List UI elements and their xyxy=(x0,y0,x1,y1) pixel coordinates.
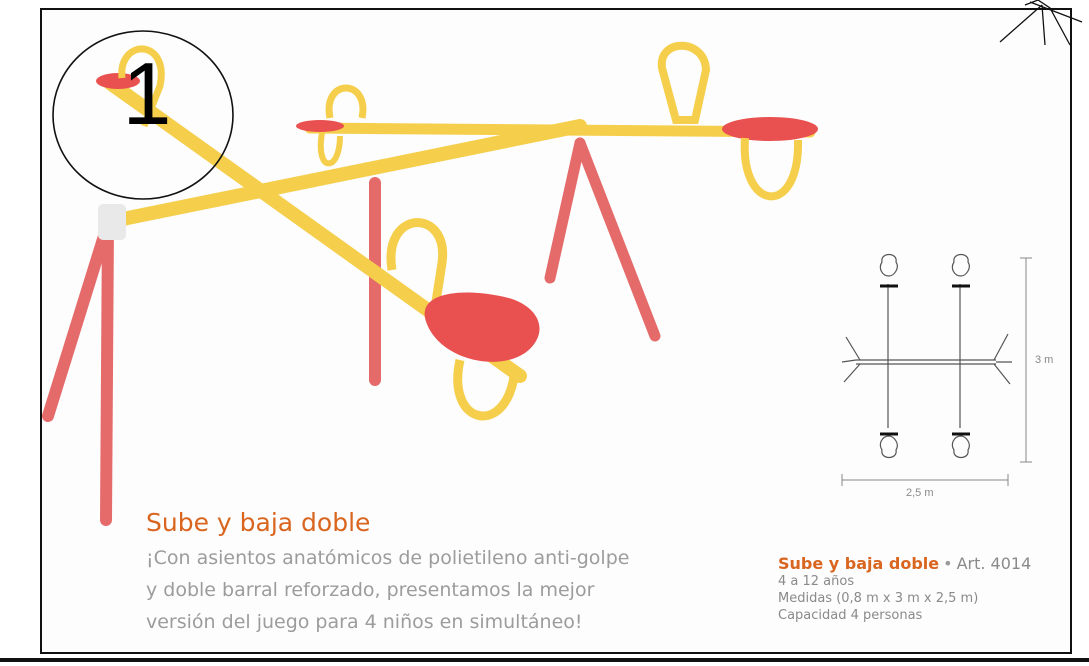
description-line: y doble barral reforzado, presentamos la… xyxy=(146,579,595,601)
page-frame xyxy=(40,8,1072,654)
annotation-circle xyxy=(52,30,234,200)
spec-separator: • xyxy=(943,554,953,573)
corner-joint xyxy=(98,204,126,240)
spec-age-range: 4 a 12 años xyxy=(778,574,855,589)
product-description: ¡Con asientos anatómicos de polietileno … xyxy=(146,542,746,638)
support-crossbar xyxy=(111,119,587,227)
bottom-rule xyxy=(0,658,1089,662)
spec-dimensions: Medidas (0,8 m x 3 m x 2,5 m) xyxy=(778,591,979,606)
height-dimension-label: 3 m xyxy=(1035,354,1054,366)
spec-header: Sube y baja doble•Art. 4014 xyxy=(778,554,1031,573)
product-title: Sube y baja doble xyxy=(146,508,371,537)
spec-capacity: Capacidad 4 personas xyxy=(778,608,923,623)
annotation-number: 1 xyxy=(122,44,172,143)
spec-block: Sube y baja doble•Art. 4014 4 a 12 años … xyxy=(778,554,1031,624)
width-dimension-label: 2,5 m xyxy=(906,487,934,499)
front-legs xyxy=(42,217,114,526)
description-line: ¡Con asientos anatómicos de polietileno … xyxy=(146,547,630,569)
front-right-seat xyxy=(424,292,540,362)
description-line: versión del juego para 4 niños en simult… xyxy=(146,611,583,633)
top-view-diagram xyxy=(841,253,1032,486)
corner-star-mark xyxy=(999,0,1083,46)
spec-product-name: Sube y baja doble xyxy=(778,554,940,573)
back-right-seat xyxy=(722,117,818,141)
seesaw-illustration xyxy=(42,41,818,526)
back-legs xyxy=(544,137,661,342)
spec-article-number: Art. 4014 xyxy=(956,554,1032,573)
front-left-seat xyxy=(96,73,140,89)
back-left-seat xyxy=(296,120,344,132)
